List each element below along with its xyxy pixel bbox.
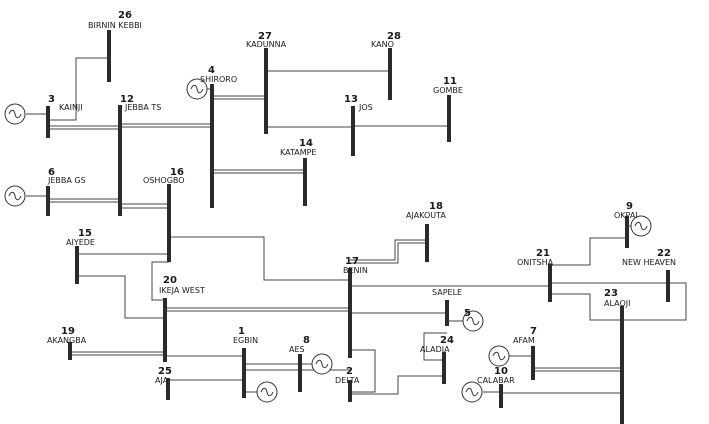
bus-name: SHIRORO xyxy=(200,75,237,84)
bus-number: 23 xyxy=(604,288,618,299)
bus-number: 12 xyxy=(120,94,134,105)
generator-icon xyxy=(4,185,26,207)
bus-number: 27 xyxy=(258,31,272,42)
bus-name: ALADIA xyxy=(420,345,450,354)
generator-icon xyxy=(462,310,484,332)
bus-name: OSHOGBO xyxy=(143,176,185,185)
bus-name: AES xyxy=(289,345,305,354)
line-23-22 xyxy=(622,282,687,321)
generator-icon xyxy=(311,353,333,375)
bus-name: GOMBE xyxy=(433,86,463,95)
bus-name: ONITSHA xyxy=(517,258,554,267)
bus-name: CALABAR xyxy=(477,376,515,385)
bus-name: OKPAI xyxy=(614,211,638,220)
generator-icon xyxy=(630,215,652,237)
bus-name: DELTA xyxy=(335,376,360,385)
bus-number: 24 xyxy=(440,335,454,346)
bus-number: 26 xyxy=(118,10,132,21)
bus-number: 6 xyxy=(48,167,55,178)
bus-name: AFAM xyxy=(513,336,535,345)
bus-name: JOS xyxy=(358,103,373,112)
bus-number: 4 xyxy=(208,65,215,76)
bus-number: 19 xyxy=(61,326,75,337)
bus-number: 15 xyxy=(78,228,92,239)
line-16-17 xyxy=(169,236,350,281)
bus-number: 8 xyxy=(303,335,310,346)
line-16-20 xyxy=(151,261,169,301)
bus-number: 14 xyxy=(299,138,313,149)
bus-name: JEBBA GS xyxy=(47,176,86,185)
bus-name: IKEJA WEST xyxy=(159,286,205,295)
generator-icon xyxy=(256,381,278,403)
bus-number: 21 xyxy=(536,248,550,259)
line-15-20 xyxy=(77,275,165,319)
bus-name: BENIN xyxy=(343,266,368,275)
bus-number: 7 xyxy=(530,326,537,337)
bus-name: AKANGBA xyxy=(47,336,87,345)
bus-number: 13 xyxy=(344,94,358,105)
bus-number: 3 xyxy=(48,94,55,105)
generator-icon xyxy=(488,345,510,367)
bus-number: 2 xyxy=(346,366,353,377)
generator-icon xyxy=(186,78,208,100)
bus-number: 9 xyxy=(626,201,633,212)
bus-number: 20 xyxy=(163,275,177,286)
line-17-18 xyxy=(350,239,427,261)
bus-number: 17 xyxy=(345,256,359,267)
bus-name: BIRNIN KEBBI xyxy=(88,21,142,30)
bus-number: 22 xyxy=(657,248,671,259)
bus-number: 5 xyxy=(464,308,471,319)
bus-name: KADUNNA xyxy=(246,40,287,49)
bus-name: NEW HEAVEN xyxy=(622,258,676,267)
bus-name: JEBBA TS xyxy=(124,103,161,112)
transmission-lines xyxy=(26,57,687,395)
line-2-24 xyxy=(350,375,444,395)
line-21-9 xyxy=(550,237,627,266)
bus-labels: 26 BIRNIN KEBBI 27 KADUNNA 28 KANO 4 SHI… xyxy=(47,10,676,385)
bus-name: AJAKOUTA xyxy=(406,211,446,220)
bus-number: 18 xyxy=(429,201,443,212)
bus-name: KANO xyxy=(371,40,394,49)
generator-icon xyxy=(461,381,483,403)
line-17-18b xyxy=(350,242,427,264)
bus-name: EGBIN xyxy=(233,336,258,345)
bus-number: 28 xyxy=(387,31,401,42)
bus-name: KAINJI xyxy=(59,103,83,112)
bus-number: 16 xyxy=(170,167,184,178)
line-17-2 xyxy=(350,349,376,393)
bus-number: 1 xyxy=(238,326,245,337)
generators xyxy=(4,78,652,403)
bus-name: ALAOJI xyxy=(604,299,630,308)
bus-name: AJA xyxy=(155,376,169,385)
bus-number: 25 xyxy=(158,366,172,377)
line-5-24 xyxy=(423,332,447,361)
line-21-23 xyxy=(550,293,622,321)
bus-number: 10 xyxy=(494,366,508,377)
bus-name: AIYEDE xyxy=(66,238,95,247)
line-26-3 xyxy=(48,57,109,121)
bus-bars xyxy=(46,30,670,424)
generator-icon xyxy=(4,103,26,125)
bus-name: KATAMPE xyxy=(280,148,316,157)
bus-name: SAPELE xyxy=(432,288,462,297)
bus-number: 11 xyxy=(443,76,457,87)
